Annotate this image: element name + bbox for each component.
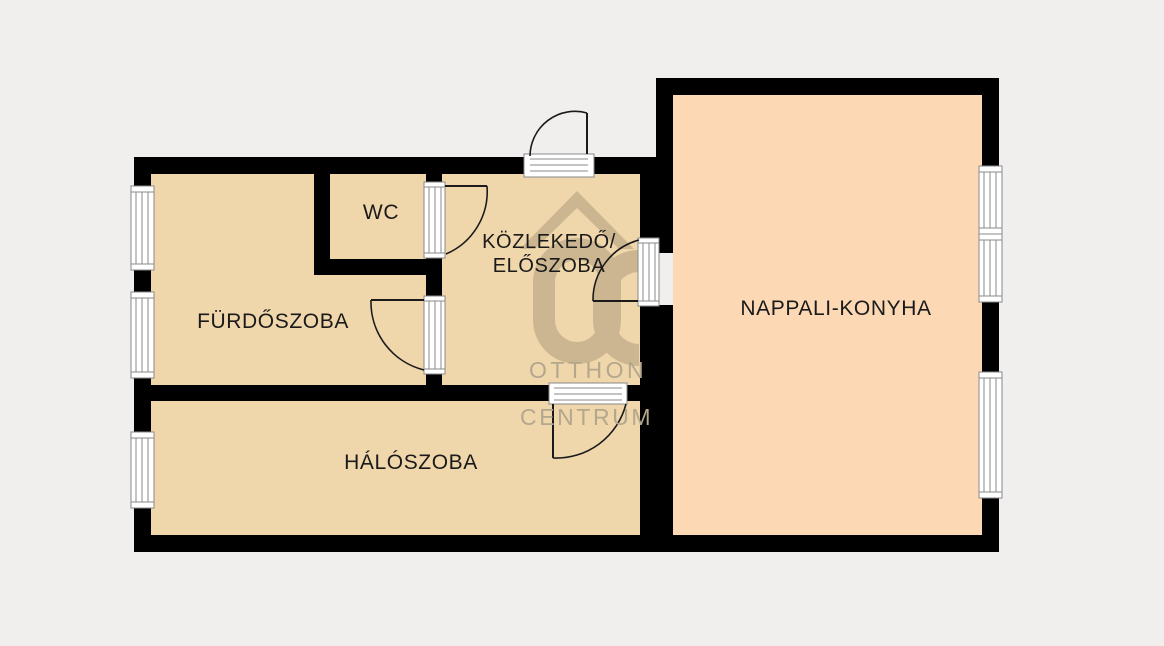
window-right-1 bbox=[978, 165, 1003, 235]
wall-living-left-upper bbox=[656, 78, 673, 253]
window-left-1 bbox=[130, 185, 155, 271]
wall-wc-left bbox=[314, 174, 330, 275]
watermark-brand-line1: OTTHON bbox=[529, 357, 648, 383]
room-label-nappali-konyha: NAPPALI-KONYHA bbox=[740, 297, 932, 320]
bedroom-door bbox=[548, 382, 628, 459]
watermark-otthon-centrum bbox=[520, 191, 639, 366]
room-fills bbox=[151, 95, 983, 536]
wall-living-top bbox=[656, 78, 999, 95]
window-left-3 bbox=[130, 431, 155, 509]
room-label-haloszoba: HÁLÓSZOBA bbox=[344, 451, 478, 474]
wall-partition-bedroom bbox=[134, 385, 657, 401]
watermark-roof-icon bbox=[520, 191, 634, 249]
watermark-letter-c bbox=[593, 250, 639, 366]
window-right-2 bbox=[978, 233, 1003, 303]
window-left-2 bbox=[130, 291, 155, 379]
watermark-letter-o bbox=[533, 238, 621, 364]
wall-living-left-lower bbox=[656, 305, 673, 536]
front-entry-door bbox=[523, 110, 595, 178]
wall-wc-bottom bbox=[314, 259, 442, 275]
room-label-wc: WC bbox=[362, 201, 400, 224]
room-fill-left-block bbox=[151, 174, 657, 536]
window-right-3 bbox=[978, 371, 1003, 499]
wall-bottom-exterior bbox=[134, 535, 999, 552]
room-fill-nappali-konyha bbox=[673, 95, 983, 536]
wall-central-spine bbox=[640, 157, 657, 536]
room-label-furdoszoba: FÜRDŐSZOBA bbox=[197, 310, 349, 333]
watermark-brand-line2: CENTRUM bbox=[520, 404, 654, 430]
living-room-door bbox=[592, 237, 660, 307]
room-label-kozlekedo-eloszoba: KÖZLEKEDŐ/ ELŐSZOBA bbox=[482, 231, 616, 277]
wc-door bbox=[423, 181, 489, 259]
bathroom-door bbox=[370, 295, 446, 375]
